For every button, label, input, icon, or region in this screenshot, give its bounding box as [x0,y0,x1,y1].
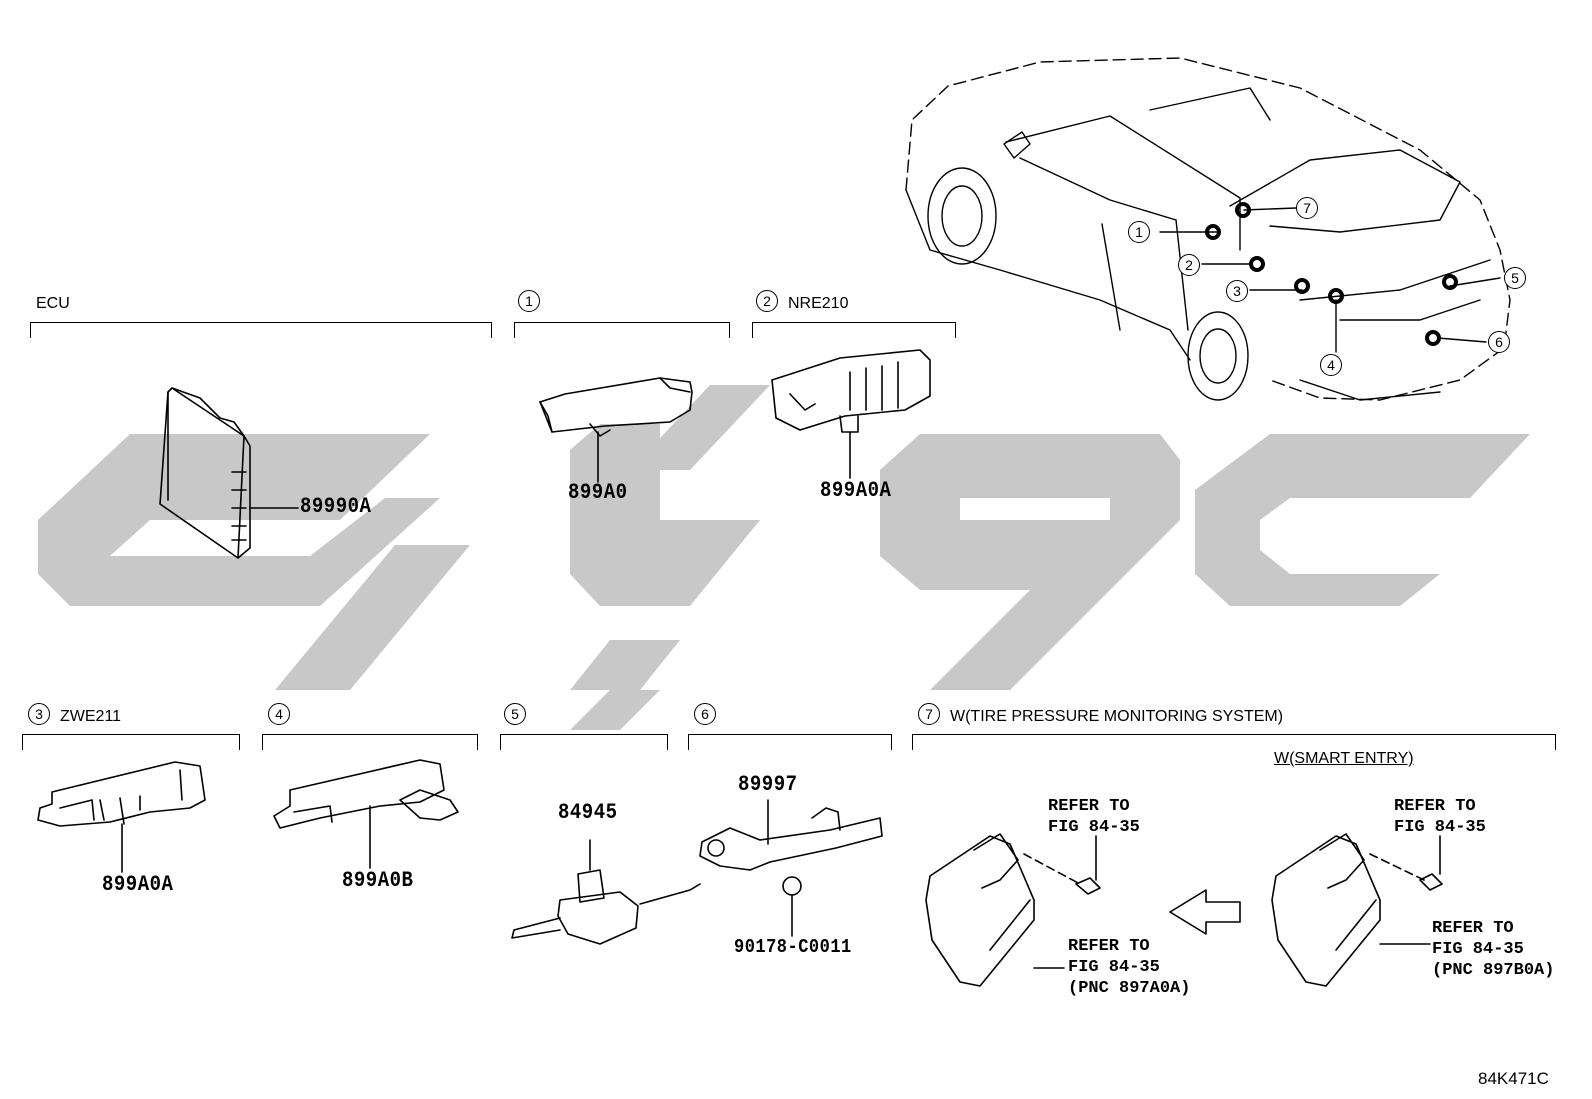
section-2-variant: NRE210 [788,295,849,312]
part-4-drawing [273,759,459,869]
bracket-section-5 [500,734,668,750]
part-number-section-5[interactable]: 84945 [558,799,618,825]
part-number-ecu[interactable]: 89990A [300,493,372,519]
bracket-ecu [30,322,492,338]
bracket-section-4 [262,734,478,750]
part-number-section-4[interactable]: 899A0B [342,867,414,893]
section-7-number: 7 [918,703,940,725]
section-3-number: 3 [28,703,50,725]
car-drawing [905,57,1511,401]
watermark-logo [38,385,1530,730]
car-callout-5[interactable]: 5 [1504,267,1526,289]
bracket-section-3 [22,734,240,750]
smart-entry-label: W(SMART ENTRY) [1274,750,1414,767]
section-2-number: 2 [756,290,778,312]
section-1-number: 1 [518,290,540,312]
part-5-drawing [511,839,701,945]
bracket-section-7 [912,734,1556,750]
ecu-module-drawing [159,387,299,559]
ecu-title: ECU [36,295,70,312]
car-callout-6[interactable]: 6 [1488,331,1510,353]
bracket-section-1 [514,322,730,338]
tpms-left-ref-bottom[interactable]: REFER TO FIG 84-35 (PNC 897A0A) [1068,937,1191,998]
section-5-number: 5 [504,703,526,725]
part-number-section-6-nut[interactable]: 90178-C0011 [734,936,852,959]
replacement-arrow [1169,889,1241,935]
car-callout-3[interactable]: 3 [1226,280,1248,302]
part-3-drawing [37,761,206,873]
bracket-section-2 [752,322,956,338]
section-4-number: 4 [268,703,290,725]
car-callout-1[interactable]: 1 [1128,221,1150,243]
car-callout-2[interactable]: 2 [1178,254,1200,276]
part-number-section-6-main[interactable]: 89997 [738,771,798,797]
tpms-left-ref-top[interactable]: REFER TO FIG 84-35 [1048,797,1140,837]
bracket-section-6 [688,734,892,750]
car-callout-7[interactable]: 7 [1296,197,1318,219]
part-6-drawing [699,799,883,937]
part-number-section-3[interactable]: 899A0A [102,871,174,897]
diagram-code: 84K471C [1478,1069,1549,1088]
car-callout-4[interactable]: 4 [1320,354,1342,376]
section-3-variant: ZWE211 [60,708,122,725]
part-2-drawing [771,349,931,479]
section-7-variant: W(TIRE PRESSURE MONITORING SYSTEM) [950,708,1284,725]
tpms-right-ref-top[interactable]: REFER TO FIG 84-35 [1394,797,1486,837]
tpms-module-right-drawing [1271,833,1443,987]
tpms-module-left-drawing [925,833,1101,987]
part-number-section-1[interactable]: 899A0 [568,479,628,505]
tpms-right-ref-bottom[interactable]: REFER TO FIG 84-35 (PNC 897B0A) [1432,919,1555,980]
part-number-section-2[interactable]: 899A0A [820,477,892,503]
part-1-drawing [539,377,693,483]
car-sensor-points [1205,202,1458,346]
section-6-number: 6 [694,703,716,725]
